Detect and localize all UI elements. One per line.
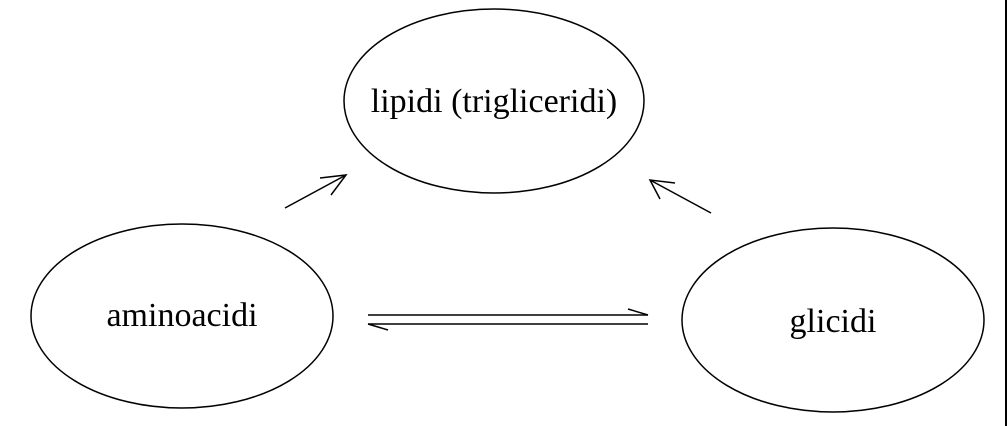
half-arrowhead-right-icon <box>627 308 649 316</box>
half-arrowhead-left-icon <box>367 323 389 331</box>
edge-glicidi-to-lipidi-shaft <box>649 179 712 214</box>
node-aminoacidi-ellipse <box>30 223 334 409</box>
arrowhead-icon <box>319 174 348 196</box>
node-lipidi-ellipse <box>343 8 645 194</box>
node-lipidi: lipidi (trigliceridi) <box>343 8 645 194</box>
edge-glicidi-to-lipidi <box>648 179 712 214</box>
edge-aminoacidi-to-lipidi-shaft <box>284 174 347 209</box>
node-aminoacidi-label: aminoacidi <box>106 297 257 334</box>
arrowhead-icon <box>648 179 676 200</box>
node-glicidi: glicidi <box>681 227 985 413</box>
node-lipidi-label: lipidi (trigliceridi) <box>371 83 617 120</box>
edge-aminoacidi-to-glicidi <box>368 308 649 316</box>
node-glicidi-ellipse <box>681 227 985 413</box>
node-aminoacidi: aminoacidi <box>30 223 334 409</box>
edge-glicidi-to-aminoacidi <box>367 323 648 331</box>
node-glicidi-label: glicidi <box>790 303 877 340</box>
edge-aminoacidi-to-lipidi <box>284 174 348 209</box>
